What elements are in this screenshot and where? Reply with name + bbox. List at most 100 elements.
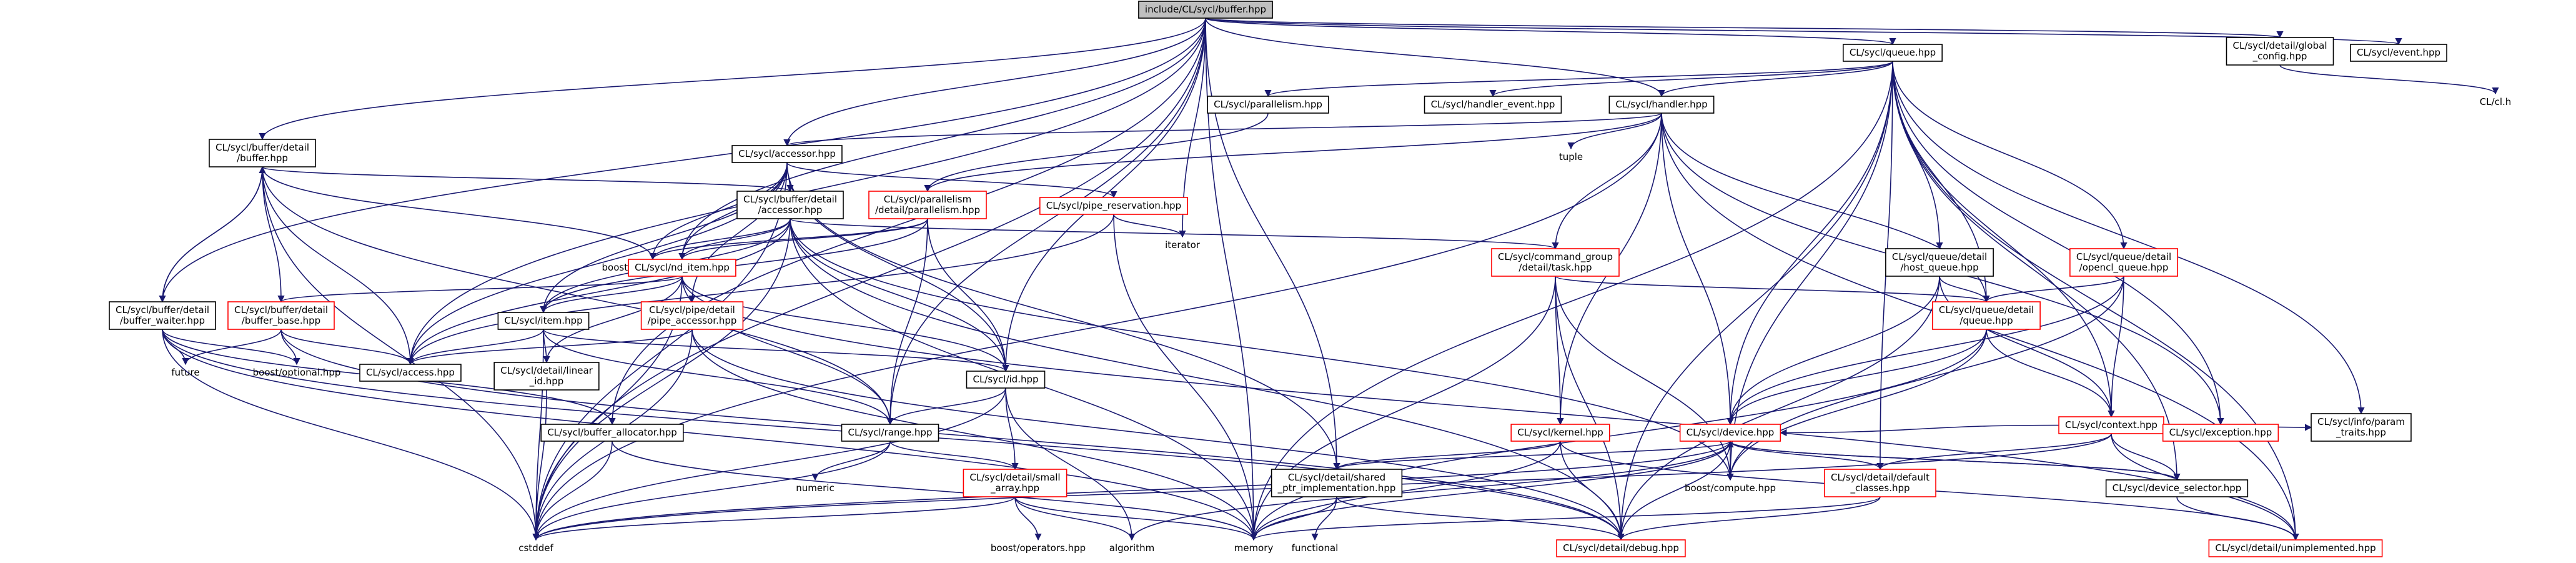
edge-item-to-id — [543, 329, 1009, 372]
edge-nd-item-to-buffer-base — [277, 276, 683, 303]
node-label: CL/sycl/detail/linear — [500, 365, 593, 376]
node-label: /buffer_base.hpp — [242, 315, 320, 327]
node-root[interactable]: include/CL/sycl/buffer.hpp — [1138, 1, 1273, 19]
edge-queue-to-handler — [1658, 61, 1893, 97]
edge-handler-to-tuple — [1567, 112, 1662, 150]
node-box — [540, 424, 684, 442]
node-host-queue[interactable]: CL/sycl/queue/detail/host_queue.hpp — [1885, 248, 1994, 277]
node-iterator: iterator — [1165, 239, 1201, 251]
edge-accessor-to-pipe-accessor — [688, 162, 788, 303]
node-access[interactable]: CL/sycl/access.hpp — [359, 364, 462, 382]
node-unimplemented[interactable]: CL/sycl/detail/unimplemented.hpp — [2208, 539, 2383, 557]
node-event[interactable]: CL/sycl/event.hpp — [2350, 44, 2447, 62]
edge-queue-to-handler-event — [1489, 61, 1893, 97]
node-label: boost/compute.hpp — [1685, 482, 1776, 494]
node-exception[interactable]: CL/sycl/exception.hpp — [2162, 424, 2279, 442]
node-label: CL/sycl/detail/debug.hpp — [1563, 542, 1679, 554]
node-pipe-accessor[interactable]: CL/sycl/pipe/detail/pipe_accessor.hpp — [640, 301, 744, 330]
node-item[interactable]: CL/sycl/item.hpp — [497, 312, 590, 330]
node-label: CL/sycl/pipe_reservation.hpp — [1046, 200, 1181, 212]
node-label: /detail/parallelism.hpp — [875, 204, 980, 216]
edge-host-queue-to-debug — [1617, 276, 1940, 541]
node-buffer-detail[interactable]: CL/sycl/buffer/detail/buffer.hpp — [209, 139, 316, 167]
edge-queue-detail-to-memory — [1250, 329, 1987, 541]
node-default-classes[interactable]: CL/sycl/detail/default_classes.hpp — [1824, 469, 1936, 497]
node-par-detail[interactable]: CL/sycl/parallelism/detail/parallelism.h… — [868, 191, 987, 219]
node-label: _id.hpp — [529, 376, 564, 387]
node-debug[interactable]: CL/sycl/detail/debug.hpp — [1556, 539, 1686, 557]
edge-root-to-queue — [1205, 17, 1896, 46]
edge-buffer-accessor-to-debug — [790, 218, 1625, 541]
node-global-config[interactable]: CL/sycl/detail/global_config.hpp — [2226, 37, 2334, 66]
node-range[interactable]: CL/sycl/range.hpp — [841, 424, 939, 442]
edge-buffer-detail-to-cstddef — [262, 166, 540, 541]
edge-kernel-to-memory — [1250, 441, 1561, 541]
edge-shared-ptr-to-memory — [1250, 496, 1337, 541]
node-label: _array.hpp — [990, 482, 1039, 494]
edge-shared-ptr-to-debug — [1336, 496, 1625, 541]
node-buffer-waiter[interactable]: CL/sycl/buffer/detail/buffer_waiter.hpp — [109, 301, 216, 330]
node-box — [497, 312, 590, 330]
edge-queue-to-param-traits — [1892, 61, 2365, 415]
node-box — [2105, 479, 2249, 497]
node-kernel[interactable]: CL/sycl/kernel.hpp — [1510, 424, 1610, 442]
node-opencl-queue[interactable]: CL/sycl/queue/detail/opencl_queue.hpp — [2069, 248, 2178, 277]
node-label: CL/sycl/buffer_allocator.hpp — [547, 427, 677, 439]
edge-device-to-memory — [1250, 441, 1731, 541]
node-box — [2208, 539, 2383, 557]
node-box — [1679, 424, 1781, 442]
node-box — [109, 301, 216, 330]
edge-nd-item-to-item — [540, 276, 683, 314]
edge-kernel-to-shared-ptr — [1333, 441, 1561, 471]
node-functional: functional — [1292, 542, 1339, 554]
node-device-selector[interactable]: CL/sycl/device_selector.hpp — [2105, 479, 2249, 497]
node-id[interactable]: CL/sycl/id.hpp — [966, 371, 1046, 389]
node-buffer-base[interactable]: CL/sycl/buffer/detail/buffer_base.hpp — [227, 301, 335, 330]
edge-buffer-waiter-to-boost-optional — [162, 329, 300, 366]
node-label: _traits.hpp — [2336, 427, 2386, 439]
node-small-array[interactable]: CL/sycl/detail/small_array.hpp — [963, 469, 1068, 497]
node-box — [1138, 1, 1273, 19]
node-box — [2311, 413, 2412, 442]
node-pipe-reservation[interactable]: CL/sycl/pipe_reservation.hpp — [1039, 197, 1188, 215]
node-box — [2162, 424, 2279, 442]
node-queue-detail[interactable]: CL/sycl/queue/detail/queue.hpp — [1932, 301, 2041, 330]
node-device[interactable]: CL/sycl/device.hpp — [1679, 424, 1781, 442]
node-label: CL/sycl/buffer/detail — [116, 304, 209, 316]
node-buffer-allocator[interactable]: CL/sycl/buffer_allocator.hpp — [540, 424, 684, 442]
edge-root-to-memory — [1205, 17, 1257, 541]
node-label: CL/sycl/detail/unimplemented.hpp — [2215, 542, 2375, 554]
node-parallelism[interactable]: CL/sycl/parallelism.hpp — [1207, 96, 1329, 114]
node-label: CL/sycl/parallelism — [884, 194, 971, 205]
edge-buffer-detail-to-range — [262, 166, 894, 426]
node-nd-item[interactable]: CL/sycl/nd_item.hpp — [628, 259, 736, 277]
edge-queue-to-opencl-queue — [1892, 61, 2128, 250]
node-box — [1039, 197, 1188, 215]
node-handler-event[interactable]: CL/sycl/handler_event.hpp — [1424, 96, 1562, 114]
node-linear-id[interactable]: CL/sycl/detail/linear_id.hpp — [493, 362, 600, 391]
edge-default-classes-to-debug — [1617, 496, 1881, 541]
edge-small-array-to-boost-operators — [1014, 496, 1042, 541]
node-box — [1207, 96, 1329, 114]
node-accessor[interactable]: CL/sycl/accessor.hpp — [731, 145, 843, 163]
node-param-traits[interactable]: CL/sycl/info/param_traits.hpp — [2311, 413, 2412, 442]
node-queue[interactable]: CL/sycl/queue.hpp — [1843, 44, 1943, 62]
node-command-group-task[interactable]: CL/sycl/command_group/detail/task.hpp — [1491, 248, 1620, 277]
node-handler[interactable]: CL/sycl/handler.hpp — [1608, 96, 1715, 114]
edge-root-to-global-config — [1205, 17, 2283, 39]
node-buffer-accessor[interactable]: CL/sycl/buffer/detail/accessor.hpp — [736, 191, 844, 219]
node-label: CL/cl.h — [2480, 96, 2512, 107]
node-label: CL/sycl/detail/shared — [1288, 472, 1385, 483]
edge-queue-to-unimplemented — [1892, 61, 2299, 541]
node-label: CL/sycl/device_selector.hpp — [2113, 482, 2242, 494]
node-box — [1556, 539, 1686, 557]
edge-id-to-range — [886, 387, 1006, 426]
edge-par-detail-to-multi-array — [649, 218, 928, 261]
edge-context-to-device-selector — [2111, 433, 2181, 481]
edge-buffer-base-to-access — [280, 329, 414, 366]
node-context[interactable]: CL/sycl/context.hpp — [2058, 416, 2164, 434]
edge-pipe-reservation-to-access — [407, 214, 1114, 366]
node-numeric: numeric — [796, 482, 834, 494]
node-shared-ptr[interactable]: CL/sycl/detail/shared_ptr_implementation… — [1271, 469, 1403, 497]
